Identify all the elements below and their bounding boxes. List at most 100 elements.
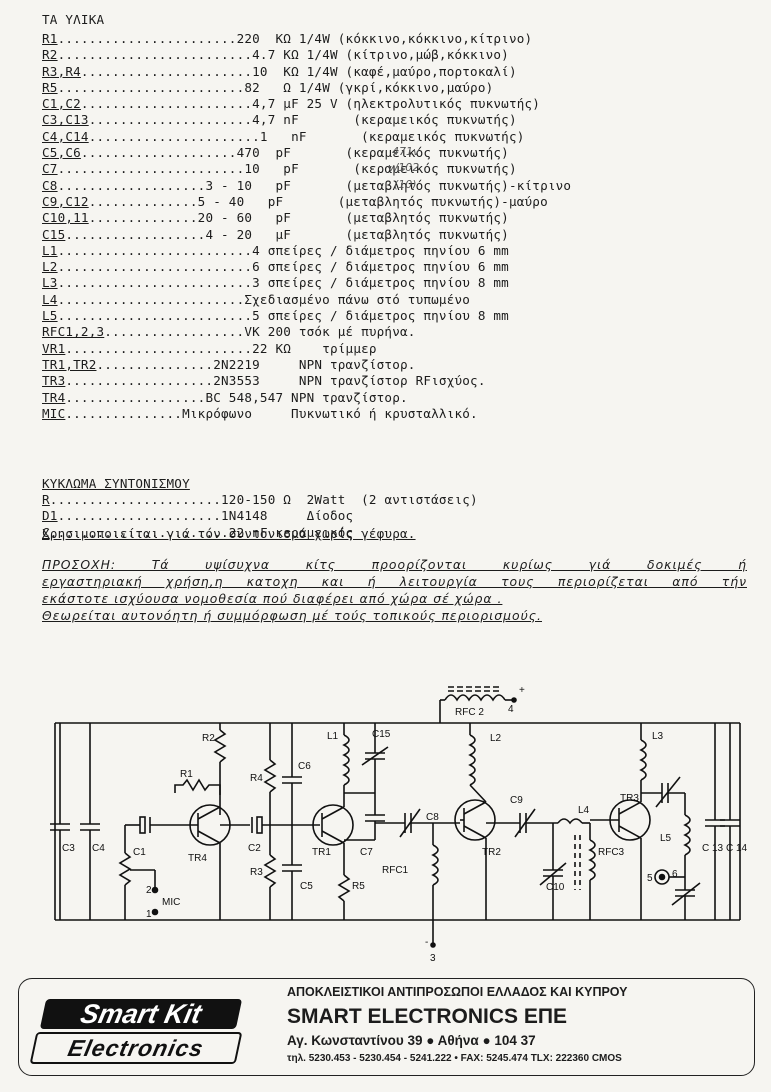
part-ref: C10,11 xyxy=(42,210,89,226)
logo-line-1: Smart Kit xyxy=(39,999,243,1029)
part-value: 82 xyxy=(244,79,276,95)
company-address: Αγ. Κωνσταντίνου 39 ● Αθήνα ● 104 37 xyxy=(287,1033,536,1048)
part-row: C15..................4 - 20 μF (μεταβλητ… xyxy=(42,227,571,243)
part-leader: ....................... xyxy=(49,524,229,540)
tuning-parts-list: R......................120-150 Ω 2Watt (… xyxy=(42,492,478,541)
label-rfc2: RFC 2 xyxy=(455,707,484,718)
part-leader: .................. xyxy=(104,324,245,340)
part-value: 1N4148 xyxy=(221,508,307,524)
label-r5: R5 xyxy=(352,881,365,892)
part-desc: pF (κεραμεικός πυκνωτής) xyxy=(283,161,517,177)
part-value: 120-150 Ω xyxy=(221,492,307,507)
part-desc: Πυκνωτικό ή κρυσταλλικό. xyxy=(291,405,478,421)
part-row: VR1........................22 KΩ τρίμμερ xyxy=(42,341,571,357)
part-ref: C5,C6 xyxy=(42,145,81,161)
part-value: 4 - 20 xyxy=(205,226,276,242)
part-value: Μικρόφωνο xyxy=(182,405,292,421)
part-row: TR3...................2N3553 NPN τρανζίσ… xyxy=(42,373,571,389)
part-leader: ......................... xyxy=(57,275,253,291)
part-leader: ...................... xyxy=(80,63,253,79)
part-row: L5.........................5 σπείρες / δ… xyxy=(42,308,571,324)
label-tr3: TR3 xyxy=(620,793,639,804)
label-l2: L2 xyxy=(490,733,502,744)
part-value: 4,7 xyxy=(252,96,284,112)
part-row: R1.......................220 KΩ 1/4W (κό… xyxy=(42,31,571,47)
part-desc: nF (κεραμεικός πυκνωτής) xyxy=(283,112,517,128)
part-ref: C3,C13 xyxy=(42,112,89,128)
label-tr1: TR1 xyxy=(312,847,331,858)
part-ref: R2 xyxy=(42,47,58,63)
label-c10: C10 xyxy=(546,882,565,893)
warning-line: ΠΡΟΣΟΧΗ: Τά υψίσυχνα κίτς προορίζονται κ… xyxy=(42,557,747,572)
part-leader: ......................... xyxy=(57,47,253,63)
part-desc: KΩ 1/4W (κίτρινο,μώβ,κόκκινο) xyxy=(283,47,509,63)
part-ref: C xyxy=(42,524,50,540)
part-desc: μF 25 V (ηλεκτρολυτικός πυκνωτής) xyxy=(283,96,541,112)
handwritten-note-c7: v/102 xyxy=(388,161,420,174)
parts-list: R1.......................220 KΩ 1/4W (κό… xyxy=(42,31,571,422)
label-c9: C9 xyxy=(510,795,523,806)
company-name: SMART ELECTRONICS ΕΠΕ xyxy=(287,1005,568,1028)
part-leader: ...................... xyxy=(80,96,253,112)
part-leader: ......................... xyxy=(57,308,253,324)
logo-line-2: Electronics xyxy=(29,1032,243,1064)
label-rfc3: RFC3 xyxy=(598,847,625,858)
part-leader: ................... xyxy=(65,373,214,389)
label-c15: C15 xyxy=(372,729,391,740)
part-leader: .............. xyxy=(88,210,198,226)
part-value: 6 xyxy=(252,259,268,275)
label-minus: - xyxy=(425,937,428,948)
warning-line: Θεωρείται αυτονόητη ή συμμόρφωση μέ τούς… xyxy=(42,608,542,623)
part-desc: NPN τρανζίστορ. xyxy=(298,356,416,372)
label-c13: C 13 xyxy=(702,843,724,854)
part-leader: ..................... xyxy=(57,508,222,524)
part-value: 2N3553 xyxy=(213,373,299,389)
part-ref: C7 xyxy=(42,161,58,177)
label-plus: + xyxy=(519,685,525,696)
part-row: C4,C14......................1 nF (κεραμε… xyxy=(42,129,571,145)
part-desc: τρίμμερ xyxy=(322,340,377,356)
label-tr4: TR4 xyxy=(188,853,207,864)
label-c7: C7 xyxy=(360,847,373,858)
parts-list-title: ΤΑ ΥΛΙΚΑ xyxy=(42,12,105,27)
part-row: RFC1,2,3..................VK 200 τσόκ μέ… xyxy=(42,324,571,340)
part-desc: pF (μεταβλητός πυκνωτής)-κίτρινο xyxy=(275,177,572,193)
part-row: TR4..................BC 548,547 NPN τραν… xyxy=(42,390,571,406)
footer-box: Smart Kit Electronics ΑΠΟΚΛΕΙΣΤΙΚΟΙ ΑΝΤΙ… xyxy=(18,978,755,1076)
part-ref: L2 xyxy=(42,259,58,275)
label-terminal-3: 3 xyxy=(430,953,436,964)
part-leader: ................... xyxy=(57,177,206,193)
part-row: L1.........................4 σπείρες / δ… xyxy=(42,243,571,259)
part-leader: .................. xyxy=(65,389,206,405)
tuning-heading: ΚΥΚΛΩΜΑ ΣΥΝΤΟΝΙΣΜΟΥ xyxy=(42,476,190,491)
part-row: C9,C12..............5 - 40 pF (μεταβλητό… xyxy=(42,194,571,210)
part-ref: C15 xyxy=(42,226,66,242)
part-desc: μF (μεταβλητός πυκνωτής) xyxy=(275,226,509,242)
part-leader: ......................... xyxy=(57,242,253,258)
part-leader: .................. xyxy=(65,226,206,242)
part-row: L4........................Σχεδιασμένο πά… xyxy=(42,292,571,308)
warning-line: εργαστηριακή χρήση,η κατοχη και ή λειτου… xyxy=(42,574,747,589)
label-r3: R3 xyxy=(250,867,263,878)
part-leader: ............... xyxy=(96,356,214,372)
part-value: 4,7 xyxy=(252,112,284,128)
label-r4: R4 xyxy=(250,773,263,784)
part-desc: nF (κεραμεικός πυκνωτής) xyxy=(291,128,525,144)
label-c4: C4 xyxy=(92,843,105,854)
label-l3: L3 xyxy=(652,731,664,742)
part-value: 22 xyxy=(228,524,253,540)
part-row: C1,C2......................4,7 μF 25 V (… xyxy=(42,96,571,112)
part-leader: ........................ xyxy=(57,161,245,177)
label-r2: R2 xyxy=(202,733,215,744)
part-desc: KΩ 1/4W (καφέ,μαύρο,πορτοκαλί) xyxy=(283,63,517,79)
part-leader: ....................... xyxy=(57,31,237,46)
part-desc: τσόκ μέ πυρήνα. xyxy=(298,324,416,340)
part-desc: KΩ 1/4W (κόκκινο,κόκκινο,κίτρινο) xyxy=(275,31,533,46)
part-ref: RFC1,2,3 xyxy=(42,324,105,340)
part-desc: σπείρες / διάμετρος πηνίου 8 mm xyxy=(267,275,509,291)
label-c6: C6 xyxy=(298,761,311,772)
label-r1: R1 xyxy=(180,769,193,780)
label-l5: L5 xyxy=(660,833,672,844)
part-leader: ..................... xyxy=(88,112,253,128)
part-row: R3,R4......................10 KΩ 1/4W (κ… xyxy=(42,64,571,80)
